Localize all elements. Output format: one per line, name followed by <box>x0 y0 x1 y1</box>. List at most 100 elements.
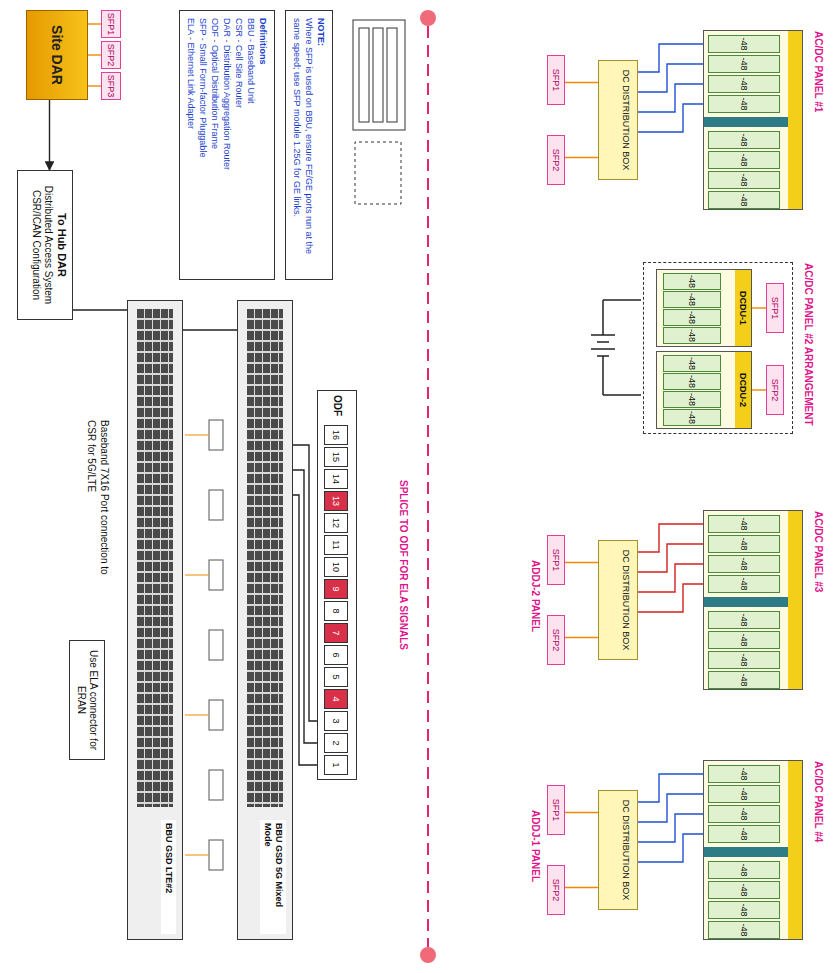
node-text: 5 <box>325 668 347 686</box>
node-text: 11 <box>325 536 347 554</box>
rectifier-cell: -48 <box>663 309 721 326</box>
panel-header-strip <box>788 511 802 689</box>
node-text: 7 <box>325 624 347 642</box>
site-router-box: Site DAR <box>26 10 88 100</box>
sketch-frame <box>353 20 405 130</box>
node-text: DC DISTRIBUTION BOX <box>620 67 631 173</box>
sfp-tag: SFP2 <box>766 365 784 415</box>
node-text: SFP2 <box>767 366 783 414</box>
connector <box>49 100 50 170</box>
node-text: -48 <box>687 275 697 288</box>
node-text: -48 <box>739 903 749 916</box>
sfp-tag: SFP2 <box>547 135 565 185</box>
rectifier-cell: -48 <box>708 35 780 53</box>
node-text: NOTE: <box>315 18 327 272</box>
node-text: -48 <box>739 767 749 780</box>
port-grid <box>137 309 173 807</box>
rectifier-cell: -48 <box>708 785 780 803</box>
rectifier-cell: -48 <box>708 131 780 149</box>
connector <box>638 584 708 612</box>
rectifier-cell: -48 <box>708 171 780 189</box>
sketch-dashed-frame <box>355 142 401 204</box>
rack-unit: BBU GSD 5G Mixed Mode <box>237 300 293 940</box>
node-text: AC/DC PANEL #2 ARRANGEMENT <box>803 263 814 426</box>
jumper-tag <box>209 700 223 730</box>
node-text: Site DAR <box>49 25 65 85</box>
sfp-tag: SFP1 <box>101 10 121 38</box>
node-text: SFP1 <box>548 786 564 834</box>
rectifier-cell: -48 <box>708 631 780 649</box>
battery-plate <box>591 334 615 336</box>
sfp-tag: SFP3 <box>101 72 121 100</box>
odf-port: 2 <box>324 733 348 753</box>
node-text: 6 <box>325 646 347 664</box>
jumper-lead <box>185 715 209 716</box>
node-text: BBU GSD 5G Mixed Mode <box>260 820 286 934</box>
node-text: 8 <box>325 602 347 620</box>
connector <box>638 814 708 842</box>
connector <box>88 23 101 24</box>
rectifier-cell: -48 <box>663 355 721 372</box>
node-text: 16 <box>325 426 347 444</box>
connector <box>638 104 708 132</box>
node-text: 4 <box>325 690 347 708</box>
rectifier-cell: -48 <box>708 515 780 533</box>
node-text: SFP2 <box>548 866 564 914</box>
rectifier-cell: -48 <box>708 95 780 113</box>
jumper-tag <box>209 490 223 520</box>
jumper-lead <box>185 435 209 436</box>
node-text: SFP3 <box>102 73 120 99</box>
connector <box>565 157 598 158</box>
connector <box>565 562 598 563</box>
node-text: -48 <box>739 97 749 110</box>
rectifier-cell: -48 <box>663 373 721 390</box>
node-text: -48 <box>739 193 749 206</box>
jumper-tag <box>209 840 223 870</box>
node-text: SFP1 <box>102 11 120 37</box>
node-text: 9 <box>325 580 347 598</box>
distribution-box: DC DISTRIBUTION BOX <box>598 540 638 660</box>
battery-plate <box>591 348 615 350</box>
rectifier-cell: -48 <box>708 881 780 899</box>
node-text: -48 <box>739 633 749 646</box>
odf-port: 14 <box>324 469 348 489</box>
power-module: DCDU-2-48-48-48-48 <box>656 351 752 429</box>
rectifier-cell: -48 <box>708 535 780 553</box>
odf-panel: ODF16151413121110987654321 <box>317 390 357 780</box>
node-text: -48 <box>739 673 749 686</box>
node-text: 10 <box>325 558 347 576</box>
node-text: SFP1 <box>548 536 564 584</box>
odf-port: 12 <box>324 513 348 533</box>
node-subtext: SFP - Small Form-factor Pluggable <box>197 18 209 272</box>
sfp-tag: SFP2 <box>101 41 121 69</box>
node-text: -48 <box>739 807 749 820</box>
node-text: DC DISTRIBUTION BOX <box>620 547 631 653</box>
node-text: -48 <box>739 653 749 666</box>
node-text: Use ELA connector for ERAN <box>75 646 99 754</box>
connector <box>638 64 708 92</box>
connector <box>565 637 598 638</box>
node-text: DCDU-2 <box>735 352 751 428</box>
rectifier-cell: -48 <box>663 409 721 426</box>
port-grid <box>247 309 283 807</box>
sketch-slot <box>387 28 397 122</box>
connector <box>638 774 708 802</box>
odf-port: 5 <box>324 667 348 687</box>
connector <box>183 329 237 330</box>
sketch-slot <box>373 28 383 122</box>
rectifier-cell: -48 <box>708 861 780 879</box>
node-text: 14 <box>325 470 347 488</box>
node-text: -48 <box>739 923 749 936</box>
rectifier-cell: -48 <box>708 151 780 169</box>
rectifier-cell: -48 <box>663 291 721 308</box>
odf-port: 7 <box>324 623 348 643</box>
node-text: 3 <box>325 712 347 730</box>
power-panel: AC/DC PANEL #1-48-48-48-48-48-48-48-48 <box>703 30 803 210</box>
annotation-label: Baseband 7X16 Port connection to CSR for… <box>85 420 111 590</box>
rack-unit: BBU GSD LTE#2 <box>127 300 183 940</box>
node-subtext: Where SFP is used on BBU, ensure FE/GE p… <box>291 18 315 272</box>
node-text: BBU GSD LTE#2 <box>161 820 176 934</box>
node-subtext: DAR - Distribution Aggregation Router <box>221 18 233 272</box>
jumper-tag <box>209 770 223 800</box>
